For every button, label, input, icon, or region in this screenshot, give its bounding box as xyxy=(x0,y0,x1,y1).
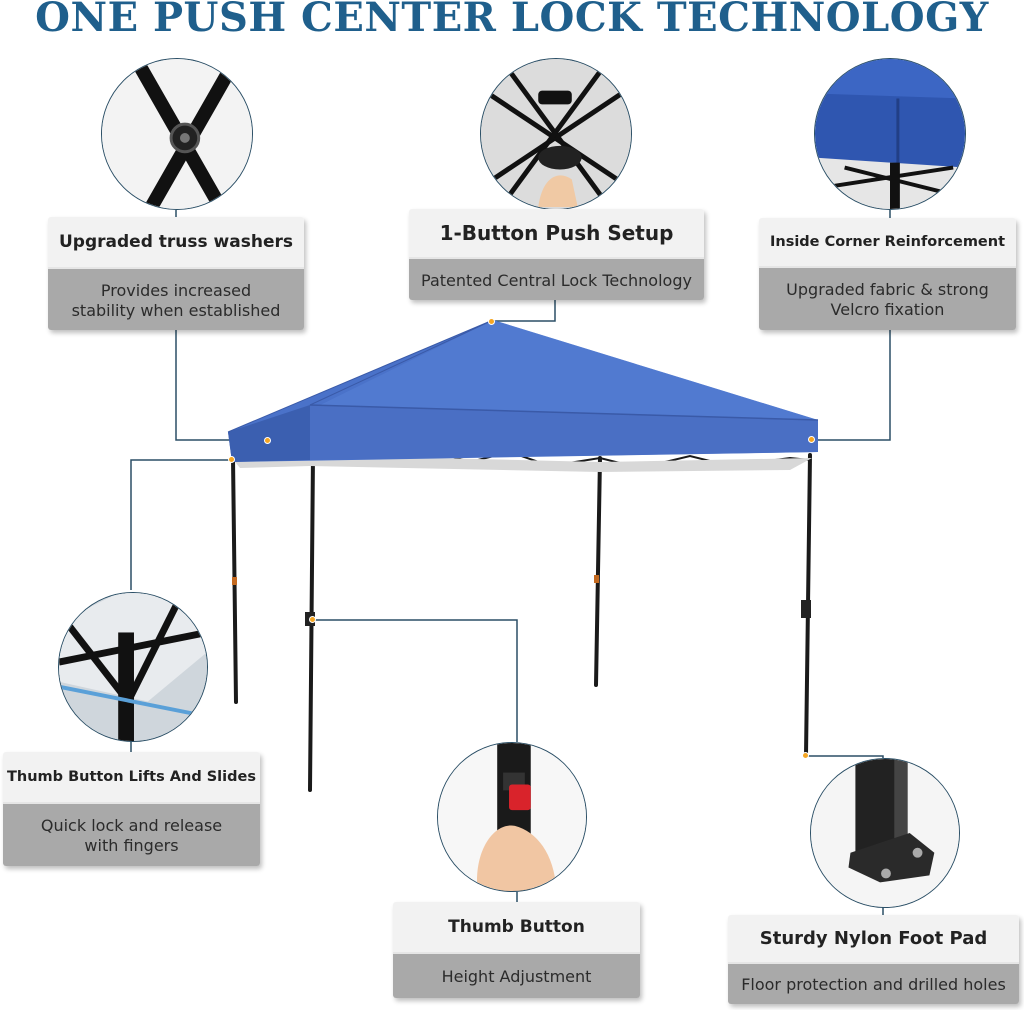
marker-dot xyxy=(808,436,815,443)
marker-dot xyxy=(228,456,235,463)
red-thumb-button-closeup xyxy=(437,742,587,892)
feature-description: Patented Central Lock Technology xyxy=(409,259,704,300)
feature-heading: Inside Corner Reinforcement xyxy=(759,218,1016,268)
marker-dot xyxy=(488,318,495,325)
marker-dot xyxy=(802,752,809,759)
feature-heading: 1-Button Push Setup xyxy=(409,209,704,259)
feature-heading: Thumb Button Lifts And Slides xyxy=(3,752,260,804)
marker-dot xyxy=(309,616,316,623)
feature-card-thumb-button: Thumb Button Height Adjustment xyxy=(393,902,640,998)
truss-washer-closeup xyxy=(101,58,253,210)
feature-description: Height Adjustment xyxy=(393,954,640,998)
center-lock-hub-closeup xyxy=(480,58,632,210)
feature-heading: Sturdy Nylon Foot Pad xyxy=(728,915,1019,964)
back-right-leg xyxy=(594,456,602,687)
feature-description: Upgraded fabric & strong Velcro fixation xyxy=(759,268,1016,330)
slider-joint-closeup xyxy=(58,592,208,742)
foot-pad-closeup xyxy=(810,758,960,908)
canopy-corner-closeup xyxy=(814,58,966,210)
feature-card-corner-reinforcement: Inside Corner Reinforcement Upgraded fab… xyxy=(759,218,1016,330)
feature-card-foot-pad: Sturdy Nylon Foot Pad Floor protection a… xyxy=(728,915,1019,1004)
feature-card-truss-washers: Upgraded truss washers Provides increase… xyxy=(48,217,304,330)
feature-heading: Thumb Button xyxy=(393,902,640,954)
feature-card-push-setup: 1-Button Push Setup Patented Central Loc… xyxy=(409,209,704,300)
feature-description: Floor protection and drilled holes xyxy=(728,964,1019,1004)
feature-description: Provides increased stability when establ… xyxy=(48,269,304,330)
marker-dot xyxy=(264,437,271,444)
feature-card-thumb-lifts: Thumb Button Lifts And Slides Quick lock… xyxy=(3,752,260,866)
page-title: ONE PUSH CENTER LOCK TECHNOLOGY xyxy=(35,0,989,41)
feature-description: Quick lock and release with fingers xyxy=(3,804,260,866)
feature-heading: Upgraded truss washers xyxy=(48,217,304,269)
